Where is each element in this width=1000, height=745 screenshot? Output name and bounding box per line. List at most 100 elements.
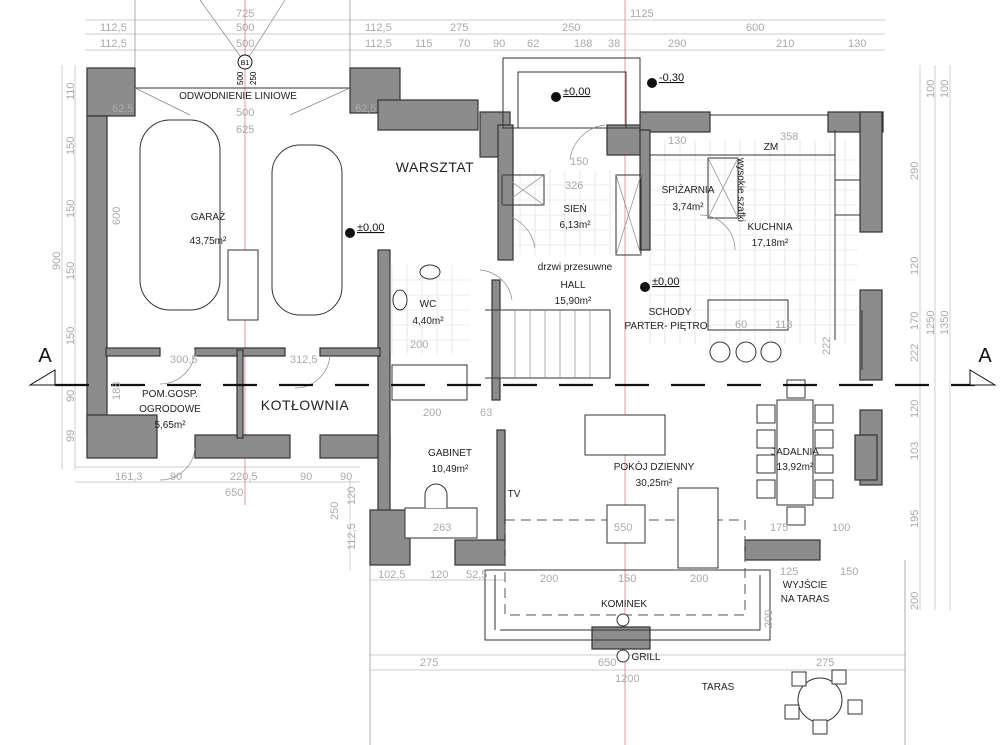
section-label-right: A <box>978 345 992 367</box>
svg-text:200: 200 <box>410 339 428 351</box>
svg-text:70: 70 <box>458 38 470 50</box>
car-icon <box>271 144 343 316</box>
misc-labels: ODWODNIENIE LINIOWE drzwi przesuwne SCHO… <box>179 91 829 693</box>
fireplace-label: KOMINEK <box>601 599 647 610</box>
svg-text:200: 200 <box>909 592 921 610</box>
svg-text:150: 150 <box>65 262 77 280</box>
svg-text:1250: 1250 <box>925 311 937 335</box>
room-area-kitchen: 17,18m² <box>752 238 789 249</box>
sofa-icon <box>391 364 468 401</box>
svg-text:650: 650 <box>598 657 616 669</box>
gate-width: 500 <box>236 71 245 85</box>
svg-text:102,5: 102,5 <box>378 569 406 581</box>
svg-text:275: 275 <box>450 22 468 34</box>
room-name-living: POKÓJ DZIENNY <box>614 460 695 473</box>
svg-text:725: 725 <box>236 8 254 20</box>
svg-text:358: 358 <box>780 131 798 143</box>
room-area-office: 10,49m² <box>432 464 469 475</box>
drainage-label: ODWODNIENIE LINIOWE <box>179 91 297 102</box>
svg-text:625: 625 <box>236 124 254 136</box>
level-marker: ±0,00 <box>551 86 590 102</box>
svg-text:118: 118 <box>775 319 793 331</box>
svg-text:195: 195 <box>909 510 921 528</box>
svg-text:125: 125 <box>780 566 798 578</box>
svg-text:290: 290 <box>909 162 921 180</box>
svg-text:112,5: 112,5 <box>100 38 127 50</box>
svg-text:250: 250 <box>562 22 580 34</box>
svg-text:600: 600 <box>111 207 123 225</box>
svg-text:112,5: 112,5 <box>100 22 127 34</box>
section-marker-left <box>28 369 56 386</box>
gate-marker <box>237 54 253 70</box>
room-area-utility: 5,65m² <box>154 420 186 431</box>
svg-text:1200: 1200 <box>615 673 639 685</box>
dimension-labels: 725 1125 112,5 500 112,5 275 250 600 112… <box>51 8 951 685</box>
svg-text:1125: 1125 <box>630 8 654 20</box>
svg-text:210: 210 <box>776 38 794 50</box>
svg-text:222: 222 <box>821 337 833 355</box>
room-area-garage: 43,75m² <box>190 236 227 247</box>
svg-text:±0,00: ±0,00 <box>357 222 384 234</box>
svg-text:112,5: 112,5 <box>365 22 392 34</box>
svg-text:161,3: 161,3 <box>115 471 143 483</box>
desk-icon <box>404 507 478 539</box>
svg-text:150: 150 <box>65 327 77 345</box>
svg-text:326: 326 <box>565 180 583 192</box>
room-area-wc: 4,40m² <box>412 316 444 327</box>
room-area-hall: 15,90m² <box>555 296 592 307</box>
svg-text:500: 500 <box>236 38 254 50</box>
section-marker-right <box>969 369 997 386</box>
svg-text:150: 150 <box>65 137 77 155</box>
gate-height: 250 <box>249 71 258 85</box>
room-name-utility-2: OGRODOWE <box>139 404 201 415</box>
svg-text:62,5: 62,5 <box>112 103 133 115</box>
svg-text:150: 150 <box>570 156 588 168</box>
room-labels: GARAŻ 43,75m² WARSZTAT SIEŃ 6,13m² SPIŻA… <box>139 159 819 489</box>
walls <box>86 67 884 650</box>
svg-text:200: 200 <box>763 610 775 628</box>
svg-text:222: 222 <box>909 344 921 362</box>
stairs-label-2: PARTER- PIĘTRO <box>625 321 708 332</box>
svg-text:±0,00: ±0,00 <box>563 86 590 98</box>
svg-text:±0,00: ±0,00 <box>652 276 679 288</box>
svg-text:263: 263 <box>433 522 451 534</box>
svg-text:150: 150 <box>618 573 636 585</box>
grill-label: GRILL <box>632 652 661 663</box>
stairs-label: SCHODY <box>649 307 692 318</box>
section-label-left: A <box>38 345 52 367</box>
svg-text:250: 250 <box>329 502 341 520</box>
room-name-pantry: SPIŻARNIA <box>662 183 715 196</box>
exit-label-2: NA TARAS <box>781 594 830 605</box>
svg-text:175: 175 <box>770 522 788 534</box>
svg-text:90: 90 <box>65 390 77 402</box>
svg-text:150: 150 <box>65 200 77 218</box>
svg-text:100: 100 <box>939 80 951 98</box>
svg-text:120: 120 <box>346 487 358 505</box>
svg-text:1350: 1350 <box>939 311 951 335</box>
svg-text:120: 120 <box>909 257 921 275</box>
svg-text:650: 650 <box>225 487 243 499</box>
svg-text:112,5: 112,5 <box>365 38 392 50</box>
fridge-label: ZM <box>764 142 778 153</box>
room-name-dining: JADALNIA <box>771 447 819 458</box>
svg-text:63: 63 <box>480 407 492 419</box>
room-name-office: GABINET <box>428 448 472 459</box>
svg-text:60: 60 <box>735 319 747 331</box>
svg-text:170: 170 <box>909 312 921 330</box>
svg-text:200: 200 <box>423 407 441 419</box>
room-name-kitchen: KUCHNIA <box>747 222 792 233</box>
svg-text:100: 100 <box>925 80 937 98</box>
svg-text:275: 275 <box>816 657 834 669</box>
level-marker: ±0,00 <box>640 276 679 292</box>
svg-text:500: 500 <box>236 107 254 119</box>
room-name-utility: POM.GOSP. <box>142 389 198 400</box>
room-area-vestibule: 6,13m² <box>559 220 591 231</box>
svg-text:200: 200 <box>690 573 708 585</box>
sofa-icon <box>677 487 719 569</box>
svg-text:38: 38 <box>608 38 620 50</box>
sliding-door-label: drzwi przesuwne <box>538 262 613 273</box>
svg-text:115: 115 <box>415 38 433 50</box>
furniture <box>139 119 863 735</box>
svg-text:103: 103 <box>909 442 921 460</box>
